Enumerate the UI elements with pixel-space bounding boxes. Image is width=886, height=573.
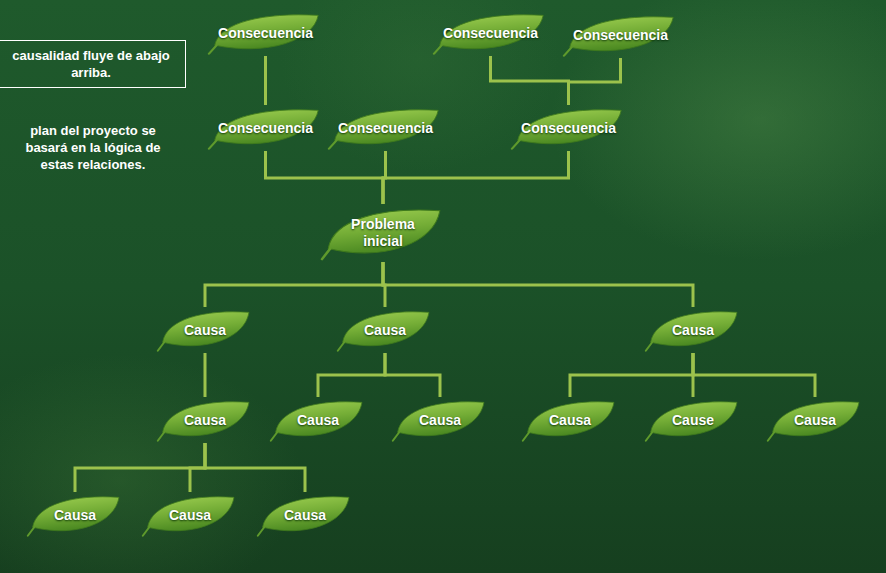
leaf-body (518, 110, 622, 144)
leaf-text: Consecuencia (573, 27, 668, 44)
leaf-body (651, 402, 737, 436)
connector-line (491, 56, 569, 105)
connector-line (693, 353, 815, 397)
leaf-stem (512, 140, 520, 148)
connector-line (264, 56, 267, 105)
leaf-node: Causa (767, 397, 863, 443)
leaf-stem (322, 248, 330, 259)
leaf-text: Causa (54, 507, 96, 524)
leaf-node: Problema inicial (321, 204, 445, 262)
leaf-node: Causa (257, 492, 353, 538)
leaf-body (440, 15, 543, 49)
connector-line (190, 443, 205, 492)
connector-line (266, 151, 384, 204)
leaf-stem (209, 45, 217, 53)
leaf-body (528, 402, 614, 436)
leaf-body (148, 497, 234, 531)
leaf-body (773, 402, 859, 436)
leaf-text: Consecuencia (443, 25, 538, 42)
leaf-node: Causa (157, 307, 253, 353)
leaf-node: Causa (142, 492, 238, 538)
leaf-stem (209, 140, 217, 148)
leaf-node: Causa (27, 492, 123, 538)
leaf-stem (646, 432, 652, 440)
connector-line (204, 353, 207, 397)
leaf-node: Consecuencia (208, 10, 323, 56)
leaf-text: Causa (184, 412, 226, 429)
leaf-body (343, 312, 429, 346)
leaf-stem (338, 342, 344, 350)
leaf-text: Consecuencia (521, 120, 616, 137)
leaf-node: Causa (157, 397, 253, 443)
leaf-text: Causa (794, 412, 836, 429)
leaf-node: Consecuencia (563, 12, 678, 58)
leaf-body (215, 110, 319, 144)
leaf-node: Consecuencia (328, 105, 443, 151)
leaf-stem (158, 432, 164, 440)
leaf-node: Causa (522, 397, 618, 443)
connector-line (570, 353, 693, 397)
connector-line (205, 443, 305, 492)
leaf-node: Causa (645, 307, 741, 353)
connector-line (205, 262, 383, 307)
leaf-node: Consecuencia (208, 105, 323, 151)
leaf-node: Causa (392, 397, 488, 443)
leaf-stem (258, 527, 264, 535)
leaf-stem (768, 432, 774, 440)
leaf-text: Causa (672, 322, 714, 339)
leaf-text: Causa (364, 322, 406, 339)
leaf-body (398, 402, 484, 436)
leaf-stem (28, 527, 34, 535)
leaf-body (263, 497, 349, 531)
leaf-text: Consecuencia (338, 120, 433, 137)
leaf-node: Causa (270, 397, 366, 443)
leaf-text: Problema inicial (331, 216, 435, 250)
leaf-body (328, 210, 440, 253)
leaf-text: Causa (169, 507, 211, 524)
note-box: causalidad fluye de abajo arriba. (0, 40, 186, 88)
leaf-node: Consecuencia (511, 105, 626, 151)
leaf-text: Causa (297, 412, 339, 429)
leaf-text: Causa (419, 412, 461, 429)
leaf-text: Causa (549, 412, 591, 429)
leaf-text: Cause (672, 412, 714, 429)
connector-line (385, 353, 440, 397)
leaf-body (163, 402, 249, 436)
leaf-stem (393, 432, 399, 440)
leaf-body (163, 312, 249, 346)
leaf-node: Cause (645, 397, 741, 443)
leaf-body (651, 312, 737, 346)
leaf-body (276, 402, 362, 436)
leaf-stem (434, 45, 442, 53)
leaf-text: Consecuencia (218, 25, 313, 42)
leaf-text: Causa (184, 322, 226, 339)
note-text: plan del proyecto se basará en la lógica… (18, 122, 168, 173)
leaf-body (570, 17, 674, 51)
leaf-node: Causa (337, 307, 433, 353)
leaf-body (33, 497, 119, 531)
connector-line (75, 443, 205, 492)
leaf-stem (646, 342, 652, 350)
leaf-text: Consecuencia (218, 120, 313, 137)
leaf-node: Consecuencia (433, 10, 548, 56)
leaf-text: Causa (284, 507, 326, 524)
connector-line (569, 58, 621, 105)
leaf-stem (329, 140, 337, 148)
leaf-stem (271, 432, 277, 440)
connector-line (383, 262, 693, 307)
leaf-stem (158, 342, 164, 350)
connector-line (383, 151, 569, 204)
leaf-stem (143, 527, 149, 535)
leaf-body (215, 15, 319, 49)
leaf-body (335, 110, 439, 144)
leaf-stem (523, 432, 529, 440)
connector-line (318, 353, 385, 397)
leaf-stem (564, 47, 572, 55)
